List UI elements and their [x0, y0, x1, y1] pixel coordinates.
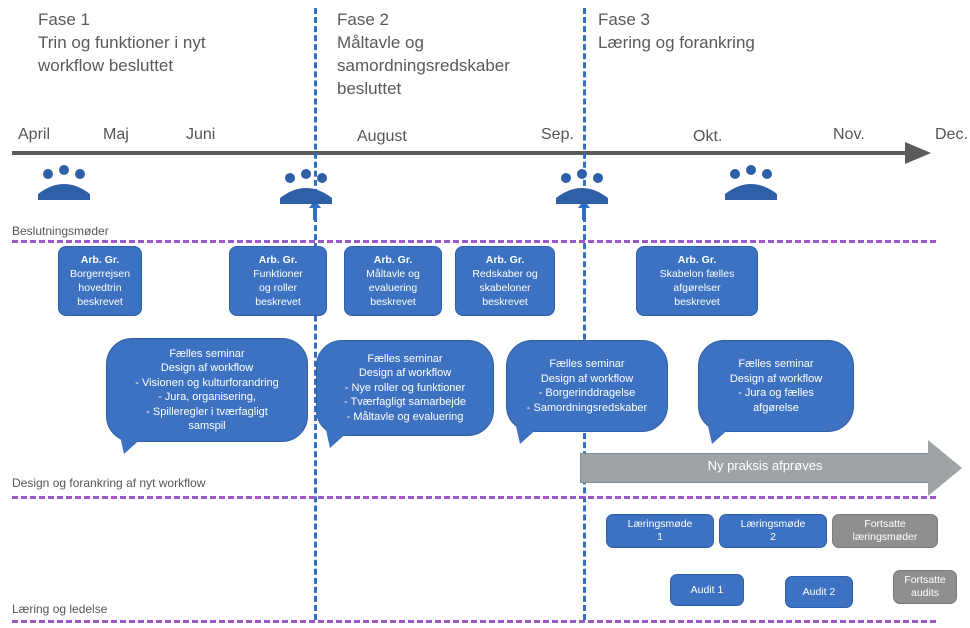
phase-1-title: Fase 1: [38, 10, 90, 29]
row-divider: [12, 620, 936, 623]
seminar-bubble: Fælles seminar Design af workflow - Jura…: [698, 340, 854, 432]
phase-1-desc-line1: Trin og funktioner i nyt: [38, 33, 206, 52]
phase-3-title: Fase 3: [598, 10, 650, 29]
month-label: Nov.: [833, 126, 865, 143]
meeting-group-icon: [280, 169, 332, 204]
phase-2-desc-line1: Måltavle og: [337, 33, 424, 52]
practice-arrow-label: Ny praksis afprøves: [707, 458, 823, 473]
meeting-group-icon: [725, 165, 777, 200]
seminar-bubble-tail: [708, 426, 732, 444]
month-label: Sep.: [541, 126, 574, 143]
phase-2-title: Fase 2: [337, 10, 389, 29]
up-arrow-icon: [578, 200, 590, 220]
workgroup-box: Arb. Gr. Redskaber og skabeloner beskrev…: [455, 246, 555, 316]
continued-learning-box: Fortsatte læringsmøder: [832, 514, 938, 548]
row-divider: [12, 240, 936, 243]
seminar-bubble: Fælles seminar Design af workflow - Nye …: [316, 340, 494, 436]
seminar-bubble: Fælles seminar Design af workflow - Borg…: [506, 340, 668, 432]
month-label: Maj: [103, 126, 129, 143]
up-arrow-icon: [309, 200, 321, 220]
seminar-bubble-tail: [120, 436, 144, 454]
row-divider: [12, 496, 936, 499]
workgroup-box: Arb. Gr. Funktioner og roller beskrevet: [229, 246, 327, 316]
month-label: August: [357, 128, 407, 145]
practice-arrow-head: [928, 440, 962, 496]
month-label: Juni: [186, 126, 216, 143]
phase-2-heading: Fase 2 Måltavle og samordningsredskaber …: [337, 8, 577, 100]
phase-1-desc-line2: workflow besluttet: [38, 56, 174, 75]
month-label: April: [18, 126, 51, 143]
practice-arrow: [580, 453, 930, 483]
phase-2-desc-line2: samordningsredskaber: [337, 56, 510, 75]
month-label: Okt.: [693, 128, 723, 145]
seminar-bubble-tail: [516, 426, 540, 444]
meeting-group-icon: [38, 165, 90, 200]
phase-2-desc-line3: besluttet: [337, 79, 402, 98]
timeline-axis: [12, 151, 912, 155]
workgroup-box: Arb. Gr. Borgerrejsen hovedtrin beskreve…: [58, 246, 142, 316]
continued-audits-box: Fortsatte audits: [893, 570, 957, 604]
phase-divider-2: [583, 8, 586, 620]
month-label: Dec.: [935, 126, 968, 143]
row-label-laering: Læring og ledelse: [12, 602, 108, 616]
seminar-bubble: Fælles seminar Design af workflow - Visi…: [106, 338, 308, 442]
phase-3-heading: Fase 3 Læring og forankring: [598, 8, 838, 54]
workgroup-box: Arb. Gr. Skabelon fælles afgørelser besk…: [636, 246, 758, 316]
learning-meeting-box: Læringsmøde 2: [719, 514, 827, 548]
audit-box: Audit 1: [670, 574, 744, 606]
audit-box: Audit 2: [785, 576, 853, 608]
timeline-arrowhead: [905, 142, 931, 164]
meeting-group-icon: [556, 169, 608, 204]
learning-meeting-box: Læringsmøde 1: [606, 514, 714, 548]
row-label-design: Design og forankring af nyt workflow: [12, 476, 206, 490]
phase-1-heading: Fase 1 Trin og funktioner i nyt workflow…: [38, 8, 298, 77]
phase-3-desc-line1: Læring og forankring: [598, 33, 755, 52]
row-label-beslutning: Beslutningsmøder: [12, 224, 109, 238]
seminar-bubble-tail: [326, 430, 350, 448]
workgroup-box: Arb. Gr. Måltavle og evaluering beskreve…: [344, 246, 442, 316]
